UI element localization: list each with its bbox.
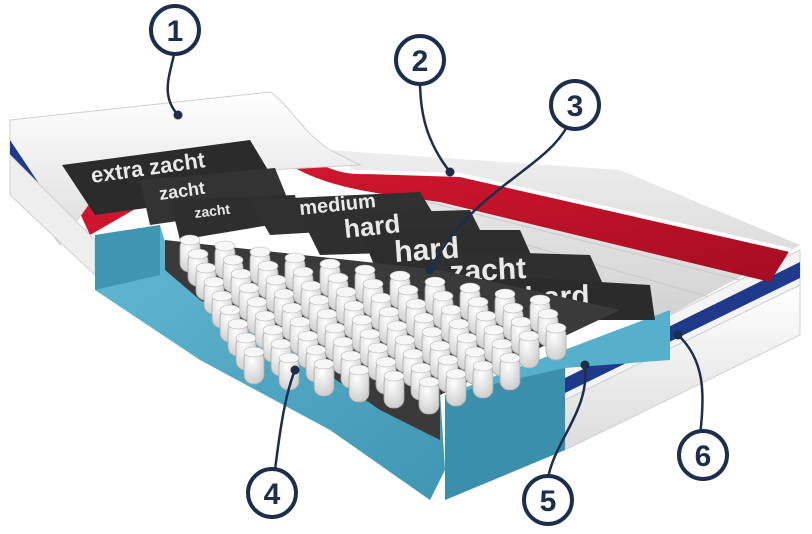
leader-1 [166, 48, 180, 117]
callout-leaders [166, 48, 704, 480]
callout-number-6: 6 [695, 440, 712, 473]
callout-number-2: 2 [412, 45, 429, 78]
spring-pocket [445, 368, 467, 407]
callout-number-3: 3 [567, 90, 584, 123]
spring-pocket [418, 376, 440, 415]
leader-dot-4 [290, 365, 300, 375]
callout-number-1: 1 [167, 15, 184, 48]
spring-pocket [348, 364, 370, 403]
callout-badge-6: 6 [677, 429, 729, 481]
spring-pocket [499, 352, 521, 391]
pocket-spring-core [165, 234, 620, 440]
teal-base-layer [95, 225, 670, 500]
leader-5 [546, 363, 587, 480]
spring-pocket [313, 358, 335, 397]
leader-6 [676, 333, 704, 437]
leader-dot-5 [580, 360, 590, 370]
zone-label-5: hard [342, 208, 401, 244]
spring-pocket [243, 346, 265, 385]
zone-label-3: zacht [193, 201, 231, 221]
callout-badge-1: 1 [149, 4, 201, 56]
leader-dot-3 [425, 265, 435, 275]
spring-pocket [472, 360, 494, 399]
callout-number-4: 4 [264, 478, 281, 511]
callout-number-5: 5 [540, 485, 557, 518]
spring-pocket [518, 330, 540, 369]
callout-badge-2: 2 [394, 34, 446, 86]
leader-4 [273, 368, 297, 472]
leader-dot-6 [673, 330, 683, 340]
spring-pocket [383, 370, 405, 409]
callout-badge-3: 3 [549, 79, 601, 131]
pocket-springs [179, 234, 567, 415]
spring-pocket [545, 322, 567, 361]
callout-badge-4: 4 [246, 467, 298, 519]
callout-badge-5: 5 [522, 474, 574, 526]
leader-2 [418, 78, 452, 174]
leader-dot-1 [173, 110, 183, 120]
spring-pocket [278, 352, 300, 391]
leader-dot-2 [445, 167, 455, 177]
callout-dots [173, 110, 683, 375]
leader-3 [428, 123, 570, 272]
